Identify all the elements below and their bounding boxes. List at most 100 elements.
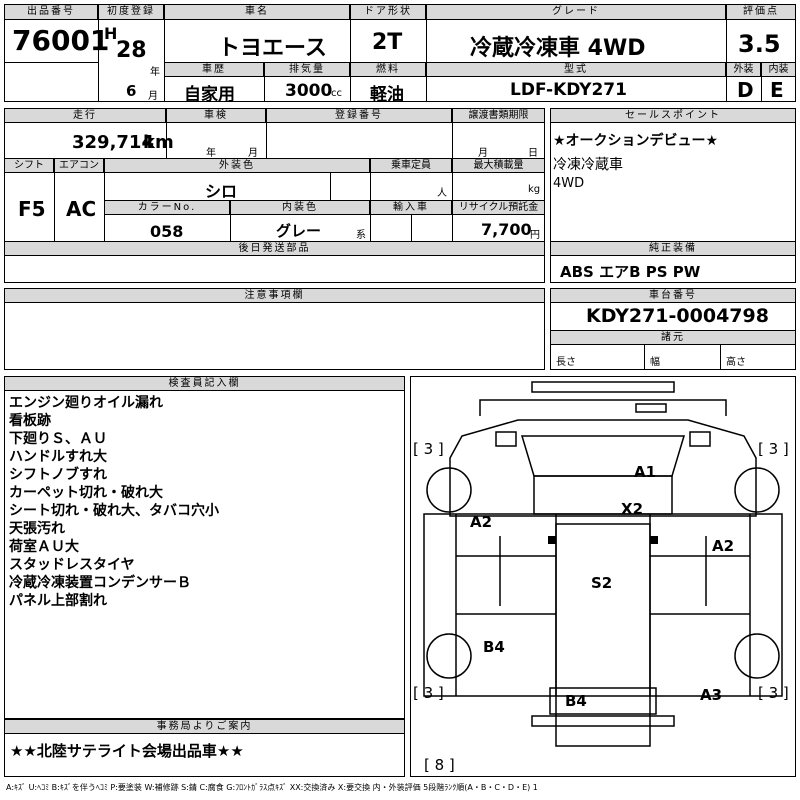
note-5: シフトノブすれ bbox=[9, 467, 107, 483]
capacity-unit: 人 bbox=[437, 188, 447, 199]
inspection-year-unit: 年 bbox=[206, 148, 216, 159]
office-note: ★★北陸サテライト会場出品車★★ bbox=[10, 742, 244, 760]
inspection-header: 車検 bbox=[166, 108, 266, 123]
recycle-value: 7,700 bbox=[481, 220, 532, 239]
note-1: エンジン廻りオイル漏れ bbox=[9, 395, 163, 411]
mark-x2: X2 bbox=[621, 500, 644, 518]
model-type-header: 型式 bbox=[426, 62, 726, 77]
recycle-header: リサイクル預託金 bbox=[452, 200, 545, 215]
note-4: ハンドルすれ大 bbox=[9, 449, 107, 465]
car-name: トヨエース bbox=[218, 36, 327, 61]
legend: A:ｷｽﾞ U:ﾍｺﾐ B:ｷｽﾞを伴うﾍｺﾐ P:要塗装 W:補修跡 S:錆 … bbox=[6, 783, 538, 792]
exterior-header: 外装 bbox=[726, 62, 761, 77]
sales-point-2: 冷凍冷蔵車 bbox=[553, 157, 623, 173]
mark-tire-rl: [ 3 ] bbox=[413, 684, 444, 702]
genuine-equip-header: 純正装備 bbox=[550, 241, 796, 256]
mark-tire-fl: [ 3 ] bbox=[413, 440, 444, 458]
note-2: 看板跡 bbox=[9, 413, 51, 429]
office-header: 事務局よりご案内 bbox=[4, 719, 405, 734]
era: H bbox=[104, 24, 118, 43]
score-value: 3.5 bbox=[738, 30, 781, 58]
note-9: 荷室ＡＵ大 bbox=[9, 539, 79, 555]
int-color-value: グレー bbox=[276, 222, 322, 240]
grade-value: 冷蔵冷凍車 4WD bbox=[470, 36, 646, 61]
mark-a2-left: A2 bbox=[470, 513, 493, 531]
history-value: 自家用 bbox=[184, 85, 235, 105]
sales-point-header: セールスポイント bbox=[550, 108, 796, 123]
car-name-header: 車名 bbox=[164, 4, 350, 20]
ext-color-value: シロ bbox=[205, 182, 238, 201]
mileage-header: 走行 bbox=[4, 108, 166, 123]
dim-width-label: 幅 bbox=[650, 357, 660, 368]
inspection-month-unit: 月 bbox=[248, 148, 258, 159]
mark-spare: [ 8 ] bbox=[424, 756, 455, 774]
truck-diagram bbox=[423, 381, 783, 747]
note-8: 天張汚れ bbox=[9, 521, 65, 537]
ext-color-header: 外装色 bbox=[104, 158, 370, 173]
inspector-block bbox=[4, 376, 405, 719]
history-header: 車歴 bbox=[164, 62, 264, 77]
int-color-header: 内装色 bbox=[230, 200, 370, 215]
displacement-value: 3000 bbox=[285, 81, 333, 101]
dimensions-header: 諸元 bbox=[550, 330, 796, 345]
note-6: カーペット切れ・破れ大 bbox=[9, 485, 163, 501]
month-value: 6 bbox=[126, 82, 137, 100]
dim-length-label: 長さ bbox=[556, 357, 576, 368]
int-color-suffix: 系 bbox=[356, 230, 366, 241]
color-no-value: 058 bbox=[150, 222, 184, 241]
inspector-header: 検査員記入欄 bbox=[4, 376, 405, 391]
month-unit: 月 bbox=[148, 91, 158, 102]
grade-header: グレード bbox=[426, 4, 726, 20]
top-block bbox=[4, 4, 766, 102]
mileage-value: 329,714 bbox=[72, 132, 154, 153]
interior-header: 内装 bbox=[761, 62, 796, 77]
chassis-header: 車台番号 bbox=[550, 288, 796, 303]
caution-header: 注意事項欄 bbox=[4, 288, 545, 303]
sales-point-1: ★オークションデビュー★ bbox=[553, 133, 719, 149]
fuel-value: 軽油 bbox=[370, 85, 404, 105]
exterior-grade: D bbox=[737, 78, 754, 102]
model-type-value: LDF-KDY271 bbox=[510, 80, 627, 100]
later-parts-header: 後日発送部品 bbox=[4, 241, 545, 256]
year-unit: 年 bbox=[150, 67, 160, 78]
mark-tire-fr: [ 3 ] bbox=[758, 440, 789, 458]
diagram-block bbox=[410, 376, 796, 777]
note-7: シート切れ・破れ大、タバコ穴小 bbox=[9, 503, 219, 519]
year-value: 28 bbox=[116, 38, 147, 63]
max-load-header: 最大積載量 bbox=[452, 158, 545, 173]
door-value: 2T bbox=[372, 30, 403, 55]
note-11: 冷蔵冷凍装置コンデンサーＢ bbox=[9, 575, 191, 591]
color-no-header: カラーNo. bbox=[104, 200, 230, 215]
mileage-unit: km bbox=[143, 132, 174, 153]
displacement-header: 排気量 bbox=[264, 62, 350, 77]
mark-s2: S2 bbox=[591, 574, 613, 592]
capacity-header: 乗車定員 bbox=[370, 158, 452, 173]
score-header: 評価点 bbox=[726, 4, 796, 20]
mark-a1: A1 bbox=[634, 463, 657, 481]
chassis-value: KDY271-0004798 bbox=[586, 305, 769, 327]
lot-header: 出品番号 bbox=[4, 4, 98, 20]
transfer-month-unit: 月 bbox=[478, 148, 488, 159]
transfer-day-unit: 日 bbox=[528, 148, 538, 159]
recycle-unit: 円 bbox=[530, 230, 540, 241]
mark-b4-left: B4 bbox=[483, 638, 505, 656]
aircon-header: エアコン bbox=[54, 158, 104, 173]
sales-point-3: 4WD bbox=[553, 176, 585, 191]
note-12: パネル上部割れ bbox=[9, 593, 107, 609]
mark-tire-rr: [ 3 ] bbox=[758, 684, 789, 702]
shift-value: F5 bbox=[18, 197, 46, 221]
interior-grade: E bbox=[770, 78, 784, 102]
mark-b4-bottom: B4 bbox=[565, 692, 587, 710]
transfer-header: 譲渡書類期限 bbox=[452, 108, 545, 123]
aircon-value: AC bbox=[66, 197, 97, 221]
first-reg-header: 初度登録 bbox=[98, 4, 164, 20]
shift-header: シフト bbox=[4, 158, 54, 173]
inspector-notes: エンジン廻りオイル漏れ 看板跡 下廻りＳ、ＡＵ ハンドルすれ大 シフトノブすれ … bbox=[9, 394, 219, 610]
import-header: 輸入車 bbox=[370, 200, 452, 215]
genuine-equip-value: ABS エアB PS PW bbox=[560, 263, 701, 281]
fuel-header: 燃料 bbox=[350, 62, 426, 77]
note-3: 下廻りＳ、ＡＵ bbox=[9, 431, 107, 447]
displacement-unit: cc bbox=[331, 88, 342, 99]
dim-height-label: 高さ bbox=[726, 357, 746, 368]
door-header: ドア形状 bbox=[350, 4, 426, 20]
